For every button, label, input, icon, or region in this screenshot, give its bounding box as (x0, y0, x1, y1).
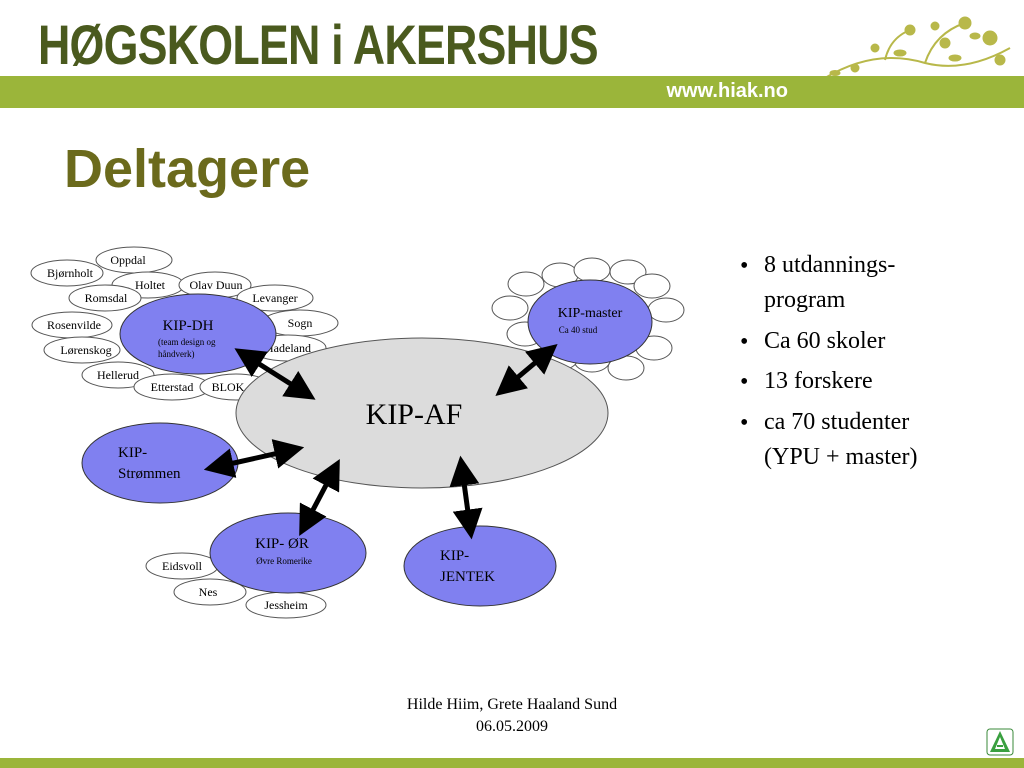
header-band (0, 76, 1024, 108)
school-label: Romsdal (85, 291, 128, 305)
arrow-jentek-af (449, 455, 483, 540)
kip-af-label: KIP-AF (366, 398, 463, 431)
arrow-strommen-af (203, 439, 305, 478)
kip-jentek-node (403, 525, 557, 607)
school-label: Rosenvilde (47, 318, 101, 332)
bullet-marker: • (740, 410, 749, 437)
kip-master-node (527, 279, 653, 365)
school-label: Levanger (252, 291, 297, 305)
school-ellipse (68, 284, 142, 312)
school-label: BLOK (212, 380, 245, 394)
bullet-text: 13 forskere (764, 368, 873, 395)
school-label: Lørenskog (60, 343, 111, 357)
slide-title: Deltagere (64, 139, 311, 199)
school-label: Bjørnholt (47, 266, 94, 280)
school-ellipse (30, 259, 104, 287)
school-label: Sogn (288, 316, 313, 330)
school-label: Olav Duun (190, 278, 243, 292)
arrow-or-af (299, 458, 340, 537)
school-ellipse (236, 284, 314, 312)
bullet-item: • 13 forskere (740, 364, 1010, 399)
school-ellipse (173, 578, 247, 606)
kip-jentek-line2: JENTEK (440, 569, 495, 585)
kip-master-sub: Ca 40 stud (559, 325, 598, 335)
school-label: Nes (199, 585, 218, 599)
bullet-marker: • (740, 253, 749, 279)
footer-band (0, 758, 1024, 768)
hiak-logo-icon (986, 728, 1014, 756)
footer-authors: Hilde Hiim, Grete Haaland Sund (406, 696, 618, 713)
kip-strommen-line1: KIP- (118, 445, 147, 461)
kip-dh-sub2: håndverk) (158, 349, 194, 359)
kip-dh-title: KIP-DH (163, 318, 214, 334)
website-url: www.hiak.no (666, 80, 789, 102)
school-logo-text: HØGSKOLEN i AKERSHUS (38, 13, 599, 76)
bullet-text: Ca 60 skoler (764, 327, 886, 354)
bullet-item: • Ca 60 skoler (740, 324, 1010, 359)
bullet-text: 8 utdannings- program (764, 252, 896, 313)
school-label: Hellerud (97, 368, 139, 382)
kip-or-title: KIP- ØR (255, 536, 309, 552)
bullet-item: • ca 70 studenter (YPU + master) (740, 405, 1010, 475)
school-label: Jessheim (264, 598, 308, 612)
kip-strommen-line2: Strømmen (118, 466, 181, 482)
school-label: Etterstad (151, 380, 194, 394)
bullet-text: ca 70 studenter (YPU + master) (764, 409, 918, 470)
school-label: Holtet (135, 278, 166, 292)
school-label: Oppdal (110, 253, 146, 267)
kip-master-title: KIP-master (558, 306, 623, 321)
school-label: Eidsvoll (162, 559, 203, 573)
bullet-marker: • (740, 328, 749, 355)
footer-date: 06.05.2009 (476, 718, 548, 736)
kip-strommen-node (81, 422, 239, 504)
school-ellipse (43, 336, 121, 364)
school-ellipse (81, 361, 155, 389)
kip-jentek-line1: KIP- (440, 548, 469, 564)
kip-dh-sub1: (team design og (158, 337, 216, 347)
arrow-master-af (495, 343, 558, 397)
footer: Hilde Hiim, Grete Haaland Sund 06.05.200… (362, 694, 662, 739)
kip-or-node (209, 512, 367, 594)
bullet-marker: • (740, 369, 749, 396)
participants-diagram: KIP-master Ca 40 stud Oppdal Bjørnholt H… (30, 246, 685, 619)
bullet-item: • 8 utdannings- program (740, 248, 1010, 318)
bullet-list: • 8 utdannings- program • Ca 60 skoler •… (740, 248, 1010, 481)
arrow-dh-af (234, 348, 316, 400)
kip-or-sub: Øvre Romerike (256, 556, 312, 566)
floral-ornament-icon (824, 16, 1011, 79)
